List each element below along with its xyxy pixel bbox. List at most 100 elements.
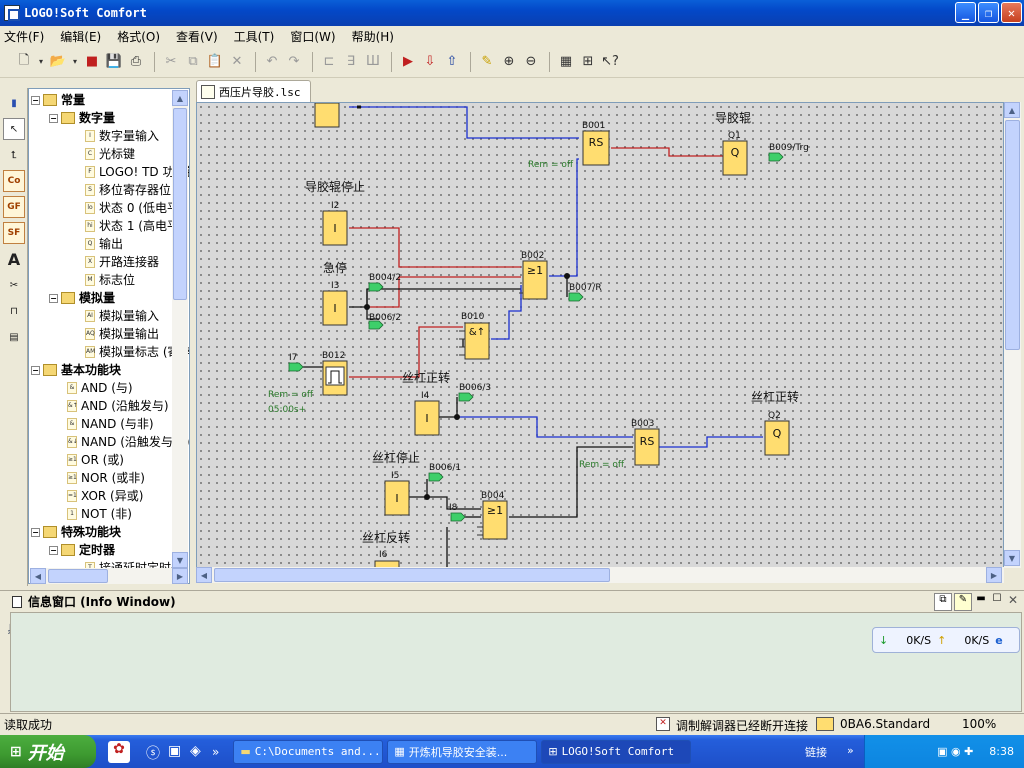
tool-gf[interactable]: GF bbox=[3, 196, 25, 218]
canvas-vertical-scrollbar[interactable]: ▲ ▼ bbox=[1004, 102, 1021, 568]
toolbox-icon[interactable]: ■ bbox=[85, 54, 99, 69]
align-right-icon[interactable]: Ш bbox=[366, 54, 380, 69]
quicklaunch-ie-icon[interactable]: ⓢ bbox=[146, 745, 160, 762]
scroll-down-icon[interactable]: ▼ bbox=[1004, 550, 1020, 566]
quicklaunch-icon[interactable]: ▣ bbox=[168, 742, 182, 759]
tree-folder[interactable]: −常量 bbox=[31, 91, 85, 109]
align-center-icon[interactable]: ∃ bbox=[346, 54, 356, 69]
upload-icon[interactable]: ⇧ bbox=[446, 54, 458, 69]
scroll-up-icon[interactable]: ▲ bbox=[1004, 102, 1020, 118]
constants-icon[interactable]: ▮ bbox=[11, 97, 17, 109]
info-maximize-icon[interactable]: ☐ bbox=[992, 593, 1002, 604]
tab-program[interactable]: 西压片导胶.lsc bbox=[196, 80, 311, 102]
minimize-button[interactable]: _ bbox=[955, 2, 976, 23]
undo-icon[interactable]: ↶ bbox=[266, 54, 278, 69]
chevron-icon[interactable]: » bbox=[847, 744, 854, 757]
info-close-icon[interactable]: ✕ bbox=[1007, 593, 1019, 607]
tree-horizontal-scrollbar[interactable]: ◀ ▶ bbox=[30, 568, 188, 584]
tree-item[interactable]: &↑AND (沿触发与) bbox=[49, 397, 169, 415]
info-edit-icon[interactable]: ✎ bbox=[954, 593, 972, 611]
start-button[interactable]: ⊞ 开始 bbox=[0, 735, 96, 768]
scroll-left-icon[interactable]: ◀ bbox=[196, 567, 212, 583]
network-icon[interactable]: ⊞ bbox=[582, 54, 594, 69]
split-view-icon[interactable]: ▤ bbox=[9, 331, 19, 343]
scroll-up-icon[interactable]: ▲ bbox=[172, 90, 188, 106]
tree-item[interactable]: &AND (与) bbox=[49, 379, 133, 397]
delete-icon[interactable]: ✕ bbox=[231, 54, 243, 69]
save-icon[interactable]: 💾 bbox=[105, 54, 123, 69]
collapse-icon[interactable]: − bbox=[49, 293, 58, 303]
collapse-icon[interactable]: − bbox=[31, 527, 40, 537]
download-icon[interactable]: ⇩ bbox=[424, 54, 436, 69]
text-tool-icon[interactable]: A bbox=[7, 249, 21, 269]
tree-scroll-thumb[interactable] bbox=[173, 108, 187, 300]
collapse-icon[interactable]: − bbox=[49, 545, 58, 555]
restore-button[interactable]: ❐ bbox=[978, 2, 999, 23]
scroll-down-icon[interactable]: ▼ bbox=[172, 552, 188, 568]
zoom-in-icon[interactable]: ⊕ bbox=[503, 54, 515, 69]
print-icon[interactable]: ⎙ bbox=[130, 54, 142, 69]
menu-help[interactable]: 帮助(H) bbox=[351, 29, 394, 44]
tree-hscroll-thumb[interactable] bbox=[48, 569, 108, 583]
scroll-right-icon[interactable]: ▶ bbox=[172, 568, 188, 584]
quicklaunch-icon[interactable]: ◈ bbox=[190, 742, 201, 759]
menu-window[interactable]: 窗口(W) bbox=[290, 29, 336, 44]
task-word[interactable]: ▦ 开炼机导胶安全装... bbox=[387, 739, 538, 764]
tree-folder[interactable]: −定时器 bbox=[49, 541, 115, 559]
select-pointer-icon[interactable]: ↖ bbox=[3, 118, 25, 140]
connect-icon[interactable]: ⮤ bbox=[11, 149, 17, 161]
paste-icon[interactable]: 📋 bbox=[206, 54, 224, 69]
collapse-icon[interactable]: − bbox=[31, 365, 40, 375]
scroll-right-icon[interactable]: ▶ bbox=[986, 567, 1002, 583]
canvas-horizontal-scrollbar[interactable]: ◀ ▶ bbox=[196, 567, 1004, 583]
canvas-hscroll-thumb[interactable] bbox=[214, 568, 610, 582]
tool-co[interactable]: Co bbox=[3, 170, 25, 192]
tree-item[interactable]: &↓NAND (沿触发与非) bbox=[49, 433, 189, 451]
tree-vertical-scrollbar[interactable]: ▲ ▼ bbox=[172, 90, 188, 570]
pencil-icon[interactable]: ✎ bbox=[481, 54, 493, 69]
menu-format[interactable]: 格式(O) bbox=[117, 29, 161, 44]
menu-view[interactable]: 查看(V) bbox=[176, 29, 218, 44]
cut-connection-icon[interactable]: ✂ bbox=[9, 279, 19, 291]
cut-icon[interactable]: ✂ bbox=[165, 54, 177, 69]
canvas-vscroll-thumb[interactable] bbox=[1005, 120, 1020, 350]
tree-item[interactable]: &NAND (与非) bbox=[49, 415, 154, 433]
help-cursor-icon[interactable]: ↖? bbox=[601, 54, 619, 69]
diagram-canvas[interactable]: RS Q I ≥1 I &↑ I RS Q I ≥1 B001 Q1 I2 B0… bbox=[196, 102, 1004, 568]
redo-icon[interactable]: ↷ bbox=[288, 54, 300, 69]
dropdown-icon[interactable]: ▾ bbox=[38, 57, 43, 66]
tree-folder[interactable]: −模拟量 bbox=[49, 289, 115, 307]
collapse-icon[interactable]: − bbox=[31, 95, 40, 105]
copy-icon[interactable]: ⧉ bbox=[188, 54, 198, 69]
info-minimize-icon[interactable]: ▬ bbox=[976, 593, 986, 604]
menu-tools[interactable]: 工具(T) bbox=[233, 29, 275, 44]
tree-folder[interactable]: −基本功能块 bbox=[31, 361, 121, 379]
quicklaunch-icon[interactable]: ✿ bbox=[108, 740, 130, 763]
open-folder-icon[interactable]: 📂 bbox=[49, 54, 67, 69]
tree-folder[interactable]: −数字量 bbox=[49, 109, 115, 127]
scroll-left-icon[interactable]: ◀ bbox=[30, 568, 46, 584]
zoom-out-icon[interactable]: ⊖ bbox=[525, 54, 537, 69]
close-button[interactable]: ✕ bbox=[1001, 2, 1022, 23]
links-label[interactable]: 链接 bbox=[805, 746, 827, 759]
align-left-icon[interactable]: ⊏ bbox=[323, 54, 335, 69]
routing-icon[interactable]: ⊓ bbox=[10, 305, 18, 317]
tool-sf[interactable]: SF bbox=[3, 222, 25, 244]
select-all-icon[interactable]: ▦ bbox=[559, 54, 573, 69]
simulation-icon[interactable]: ▶ bbox=[403, 54, 413, 69]
menu-file[interactable]: 文件(F) bbox=[4, 29, 45, 44]
